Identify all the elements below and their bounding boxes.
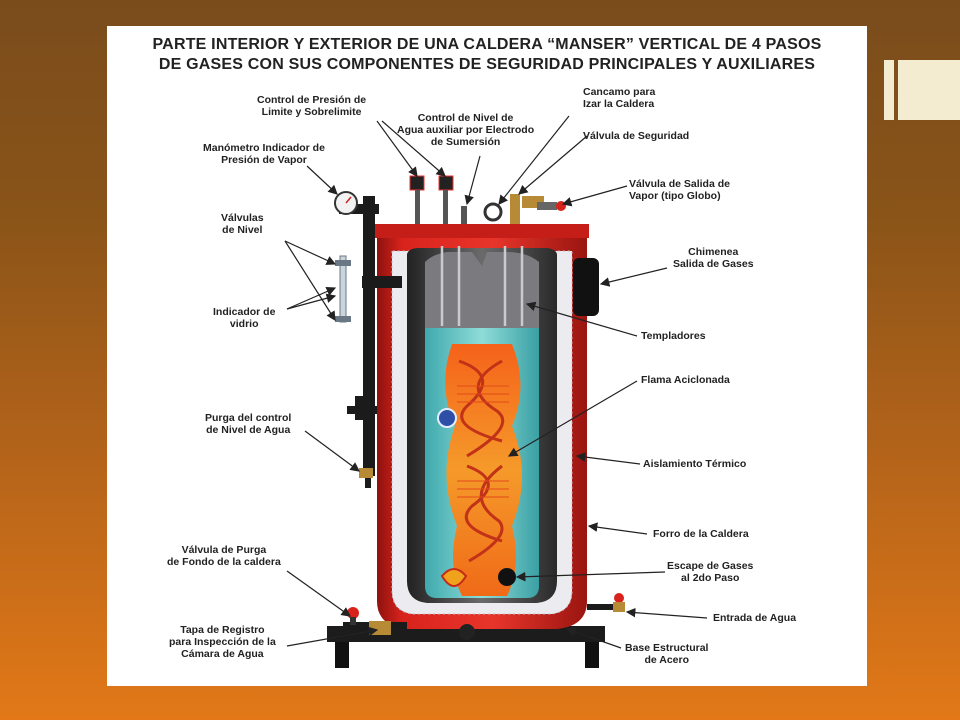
label-valvula-salida: Válvula de Salida de Vapor (tipo Globo) bbox=[629, 178, 730, 202]
label-control-presion: Control de Presión de Limite y Sobrelimi… bbox=[257, 94, 367, 118]
label-entrada-agua: Entrada de Agua bbox=[713, 612, 797, 624]
decorative-bar bbox=[884, 60, 894, 120]
label-flama: Flama Aciclonada bbox=[641, 374, 730, 386]
label-control-nivel: Control de Nivel de Agua auxiliar por El… bbox=[397, 112, 535, 148]
coil-lines bbox=[457, 385, 509, 498]
label-indicador-vidrio: Indicador de vidrio bbox=[213, 306, 276, 330]
cyclone-flame bbox=[458, 359, 505, 563]
boiler-illustration bbox=[284, 115, 708, 668]
sight-port bbox=[437, 408, 457, 428]
steam-space bbox=[425, 252, 539, 328]
stay-rods bbox=[440, 246, 524, 326]
boiler-diagram: PARTE INTERIOR Y EXTERIOR DE UNA CALDERA… bbox=[107, 26, 867, 686]
label-base-estructural: Base Estructural de Acero bbox=[625, 642, 709, 666]
water-column bbox=[334, 191, 402, 488]
top-fittings bbox=[409, 175, 566, 224]
label-cancamo: Cancamo para Izar la Caldera bbox=[583, 86, 656, 110]
decorative-block bbox=[898, 60, 960, 120]
label-templadores: Templadores bbox=[641, 330, 706, 342]
gas-escape-port bbox=[498, 568, 516, 586]
label-manometro: Manómetro Indicador de Presión de Vapor bbox=[203, 142, 325, 166]
burner bbox=[440, 568, 468, 587]
label-valvula-purga-fondo: Válvula de Purga de Fondo de la caldera bbox=[167, 544, 281, 568]
label-valvulas-nivel: Válvulas de Nivel bbox=[221, 212, 264, 236]
leader-lines bbox=[284, 115, 708, 649]
label-forro: Forro de la Caldera bbox=[653, 528, 749, 540]
label-escape-gases: Escape de Gases al 2do Paso bbox=[667, 560, 754, 584]
diagram-title-line-1: PARTE INTERIOR Y EXTERIOR DE UNA CALDERA… bbox=[152, 36, 822, 53]
label-valvula-seguridad: Válvula de Seguridad bbox=[583, 130, 690, 142]
diagram-title-line-2: DE GASES CON SUS COMPONENTES DE SEGURIDA… bbox=[158, 56, 816, 73]
chimney bbox=[573, 258, 599, 316]
label-aislamiento: Aislamiento Térmico bbox=[643, 458, 747, 470]
label-tapa-registro: Tapa de Registro para Inspección de la C… bbox=[169, 624, 276, 660]
label-chimenea: Chimenea Salida de Gases bbox=[673, 246, 754, 270]
label-purga-control: Purga del control de Nivel de Agua bbox=[205, 412, 292, 436]
